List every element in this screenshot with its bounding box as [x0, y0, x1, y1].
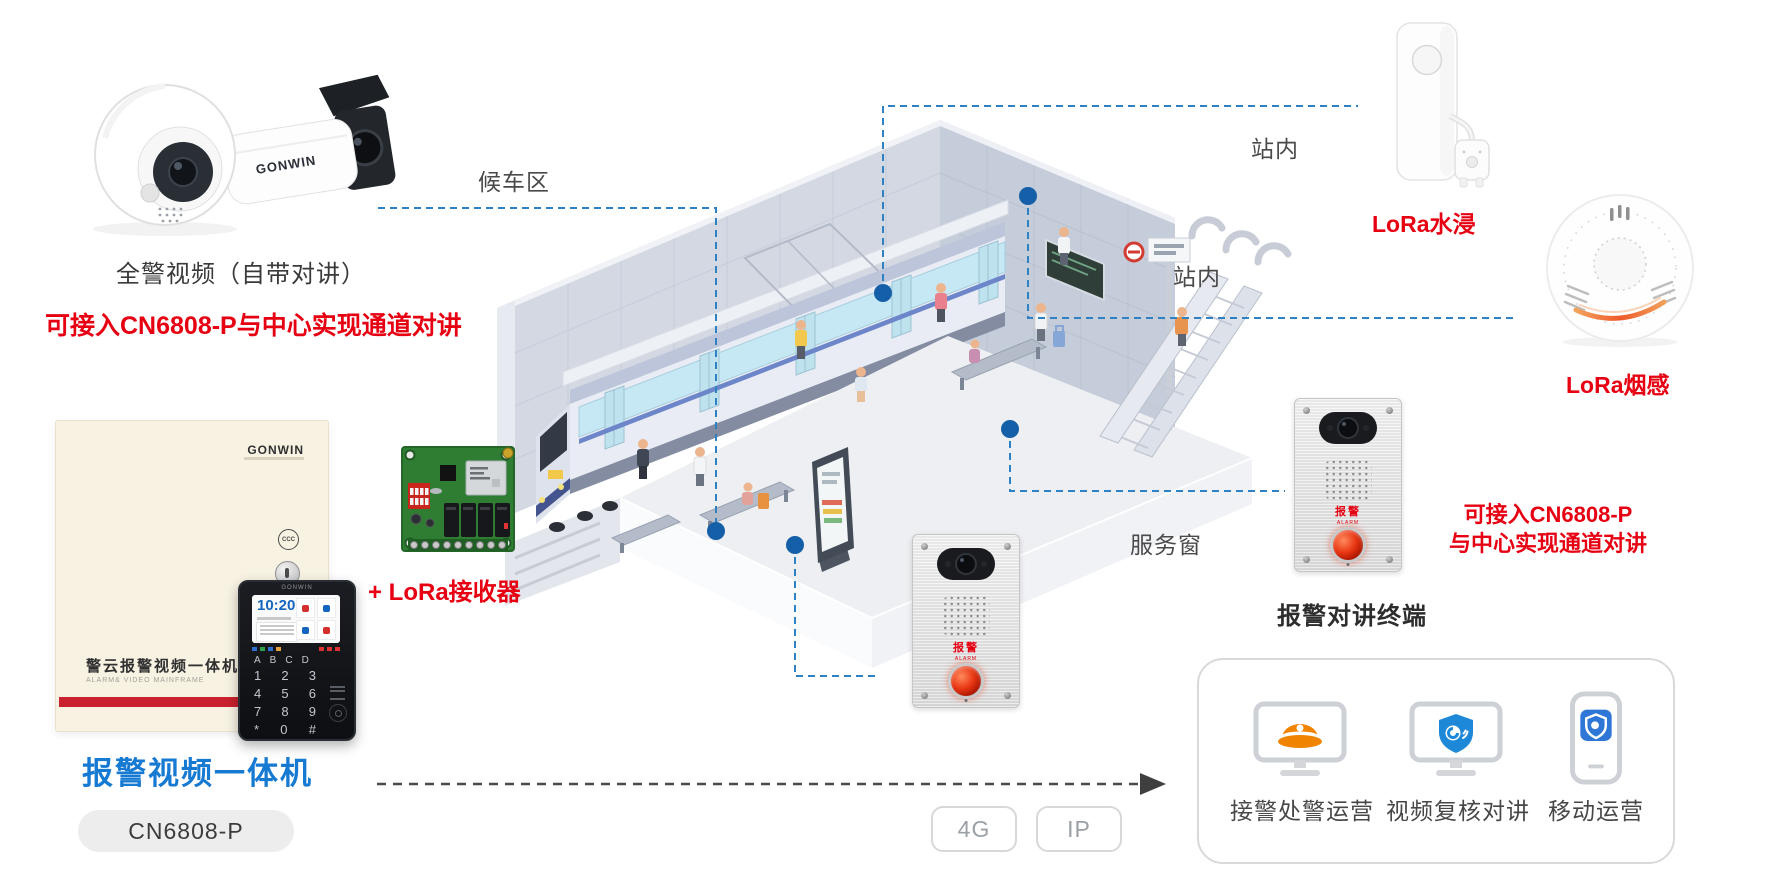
- keypad-key: 2: [281, 668, 289, 683]
- product-title: 报警视频一体机: [82, 756, 313, 791]
- ccc-mark-icon: CCC: [278, 529, 299, 550]
- service-window-label: 服务窗: [1130, 532, 1202, 558]
- keypad-key: C: [285, 655, 293, 666]
- alarm-keypad: GONWIN 10:20 A B C D 1 2 3: [238, 580, 356, 741]
- keypad-letter-row: A B C D: [254, 655, 338, 666]
- red-stripe: [59, 697, 325, 707]
- keypad-screen-tiles: [296, 598, 337, 640]
- intercom-camera: [1319, 412, 1377, 444]
- camera-pair-image: GONWIN: [93, 74, 396, 236]
- track-bed: [505, 498, 620, 606]
- alarm-button-label: 报警 ALARM: [953, 642, 979, 663]
- ops-item-label: 接警处警运营: [1230, 798, 1374, 824]
- lora-receiver-label: + LoRa接收器: [368, 579, 521, 606]
- keypad-key: A: [254, 655, 261, 666]
- network-tag-ip: IP: [1036, 806, 1122, 852]
- water-sensor-label: LoRa水浸: [1372, 211, 1476, 237]
- keypad-key: 4: [254, 686, 262, 701]
- ops-item-mobile: 移动运营: [1538, 690, 1654, 826]
- lora-receiver-board-image: [401, 446, 515, 552]
- speaker-grille: [1324, 459, 1372, 501]
- waiting-area-label: 候车区: [478, 169, 550, 195]
- ops-item-dispatch: 接警处警运营: [1230, 700, 1374, 826]
- ops-item-label: 移动运营: [1548, 798, 1644, 824]
- mainframe-box-title: 警云报警视频一体机: [86, 658, 240, 675]
- keypad-key: 9: [308, 704, 316, 719]
- alarm-button-label: 报警 ALARM: [1335, 506, 1361, 527]
- mainframe-box-subtitle: ALARM& VIDEO MAINFRAME: [86, 677, 205, 684]
- phone-shield-icon: [1570, 691, 1622, 785]
- intercom-terminal-label: 报警对讲终端: [1277, 603, 1427, 630]
- keypad-brand: GONWIN: [281, 585, 313, 591]
- keypad-key: 3: [308, 668, 316, 683]
- antenna-connector: [502, 447, 514, 459]
- escalator: [1099, 216, 1292, 458]
- mainframe-brand-underline: [244, 457, 304, 460]
- keypad-key: *: [254, 722, 260, 737]
- dome-camera: [94, 83, 236, 226]
- keypad-key: D: [301, 655, 309, 666]
- keypad-indicators: [252, 646, 340, 651]
- relay: [444, 503, 459, 537]
- alarm-button: [948, 663, 984, 699]
- camera-note: 可接入CN6808-P与中心实现通道对讲: [45, 312, 462, 340]
- keypad-key: #: [308, 722, 316, 737]
- keypad-time: 10:20: [257, 597, 296, 614]
- keypad-digit-row: 1 2 3: [254, 668, 316, 683]
- mic-hole: [1346, 563, 1350, 566]
- relay: [478, 503, 493, 537]
- ops-item-label: 视频复核对讲: [1386, 798, 1530, 824]
- keypad-digit-row: 7 8 9: [254, 704, 316, 719]
- passengers: [637, 227, 1070, 509]
- keypad-key: 5: [281, 686, 289, 701]
- menu-lines-icon: [330, 686, 345, 700]
- keypad-digit-row: * 0 #: [254, 722, 316, 737]
- mic-hole: [964, 699, 968, 702]
- intercom-camera: [937, 548, 995, 580]
- flow-arrow-head: [1140, 773, 1166, 795]
- keypad-digit-row: 4 5 6: [254, 686, 316, 701]
- intercom-note-line2: 与中心实现通道对讲: [1448, 531, 1647, 556]
- speaker-icon: [329, 704, 347, 722]
- keypad-screen: 10:20: [252, 595, 340, 643]
- dip-switch: [408, 483, 430, 509]
- keypad-key: 0: [280, 722, 288, 737]
- monitor-shield-icon: [1409, 701, 1503, 776]
- keypad-key: 6: [308, 686, 316, 701]
- info-kiosk: [812, 447, 854, 572]
- mainframe-brand: GONWIN: [247, 443, 304, 457]
- camera-lens-icon: [1337, 417, 1359, 439]
- operations-panel: 接警处警运营 视频复核对讲 移动运营: [1197, 658, 1675, 864]
- network-tag-4g: 4G: [931, 806, 1017, 852]
- camera-caption: 全警视频（自带对讲）: [116, 261, 366, 288]
- in-station-label-top: 站内: [1251, 136, 1299, 162]
- smoke-sensor-image: [1546, 194, 1694, 347]
- water-sensor-image: [1396, 22, 1490, 188]
- monitor-police-cap-icon: [1253, 701, 1347, 776]
- train: [536, 222, 1006, 532]
- intercom-note-line1: 可接入CN6808-P: [1463, 502, 1633, 527]
- keypad-key: 7: [254, 704, 262, 719]
- ops-item-video-review: 视频复核对讲: [1386, 700, 1530, 826]
- model-badge: CN6808-P: [78, 810, 294, 852]
- speaker-grille: [942, 595, 990, 637]
- blue-dot: [707, 187, 1037, 554]
- bullet-camera: GONWIN: [222, 74, 396, 205]
- smoke-sensor-label: LoRa烟感: [1566, 372, 1670, 398]
- intercom-terminal-image: 报警 ALARM: [912, 534, 1020, 708]
- keypad-key: 1: [254, 668, 262, 683]
- in-station-label-mid: 站内: [1173, 264, 1221, 290]
- alarm-button: [1330, 527, 1366, 563]
- intercom-terminal-image: 报警 ALARM: [1294, 398, 1402, 572]
- relay: [461, 503, 476, 537]
- keypad-key: B: [269, 655, 277, 666]
- connector-lines: [378, 105, 1518, 677]
- camera-lens-icon: [955, 553, 977, 575]
- handrail-hooks: [1188, 216, 1292, 266]
- keypad-key: 8: [281, 704, 289, 719]
